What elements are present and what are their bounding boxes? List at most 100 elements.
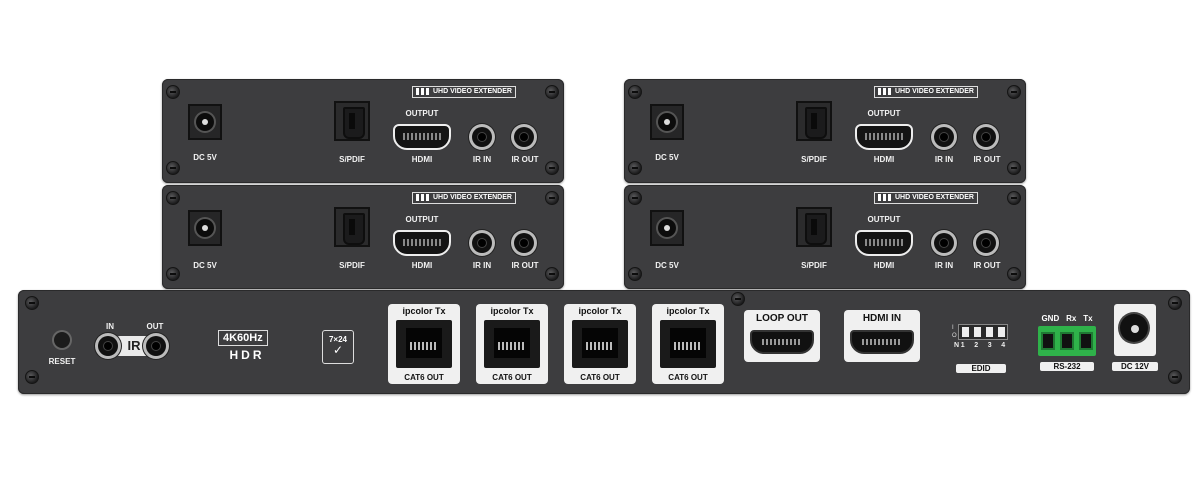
- screw-icon: [731, 292, 745, 306]
- rs232-pin-label: GND: [1041, 314, 1060, 323]
- spdif-port[interactable]: [334, 101, 370, 141]
- rj45-socket[interactable]: [660, 320, 716, 368]
- terminal-screw-icon[interactable]: [1040, 332, 1055, 350]
- cat6-out-port-1[interactable]: ipcolor Tx CAT6 OUT: [388, 304, 460, 384]
- resolution-badge: 4K60Hz: [218, 330, 268, 346]
- dc-label: DC 5V: [655, 261, 679, 270]
- uptime-badge: 7×24 ✓: [322, 330, 354, 364]
- ir-in-label: IN: [106, 322, 114, 331]
- ir-in-label: IR IN: [472, 261, 492, 270]
- port-top-label: ipcolor Tx: [490, 306, 534, 316]
- hdmi-output-port[interactable]: [393, 124, 451, 150]
- screw-icon: [166, 267, 180, 281]
- screw-icon: [545, 161, 559, 175]
- screw-icon: [628, 85, 642, 99]
- ir-out-jack[interactable]: [976, 127, 996, 147]
- spdif-port[interactable]: [796, 101, 832, 141]
- dip-lever[interactable]: [961, 327, 969, 337]
- ir-out-jack[interactable]: [976, 233, 996, 253]
- ir-in-jack[interactable]: [472, 233, 492, 253]
- hdmi-output-port[interactable]: [855, 230, 913, 256]
- hdmi-label: HDMI: [873, 155, 895, 164]
- rs232-pin-label: Rx: [1066, 314, 1077, 323]
- screw-icon: [545, 85, 559, 99]
- terminal-screw-icon[interactable]: [1079, 332, 1094, 350]
- port-bottom-label: CAT6 OUT: [668, 373, 708, 382]
- hdmi-socket[interactable]: [750, 330, 814, 354]
- cat6-out-port-3[interactable]: ipcolor Tx CAT6 OUT: [564, 304, 636, 384]
- spdif-port[interactable]: [334, 207, 370, 247]
- dip-off-label: O: [952, 333, 957, 339]
- hdmi-loop-out-port[interactable]: LOOP OUT: [744, 310, 820, 362]
- dip-prefix: N: [954, 342, 960, 349]
- ir-in-label: IR IN: [934, 155, 954, 164]
- screw-icon: [1168, 296, 1182, 310]
- ir-out-jack[interactable]: [514, 127, 534, 147]
- dip-lever[interactable]: [997, 327, 1005, 337]
- spdif-port[interactable]: [796, 207, 832, 247]
- dip-number: 2: [974, 342, 979, 349]
- screw-icon: [1007, 267, 1021, 281]
- edid-dip-switch[interactable]: I O N 1 2 3 4: [952, 324, 1010, 358]
- ir-out-label: IR OUT: [973, 261, 1001, 270]
- ir-out-jack[interactable]: [146, 336, 166, 356]
- screw-icon: [545, 191, 559, 205]
- dip-lever[interactable]: [985, 327, 993, 337]
- cat6-out-port-4[interactable]: ipcolor Tx CAT6 OUT: [652, 304, 724, 384]
- spdif-label: S/PDIF: [801, 155, 827, 164]
- spdif-label: S/PDIF: [339, 261, 365, 270]
- dip-number: 1: [960, 342, 965, 349]
- terminal-screw-icon[interactable]: [1059, 332, 1074, 350]
- output-label: OUTPUT: [405, 109, 439, 118]
- port-top-label: ipcolor Tx: [666, 306, 710, 316]
- spdif-label: S/PDIF: [801, 261, 827, 270]
- screw-icon: [628, 161, 642, 175]
- uptime-label: 7×24: [328, 335, 348, 344]
- ir-in-jack[interactable]: [98, 336, 118, 356]
- rj45-socket[interactable]: [396, 320, 452, 368]
- dip-block[interactable]: [958, 324, 1008, 340]
- ir-out-label: IR OUT: [973, 155, 1001, 164]
- dc-12v-jack[interactable]: [1114, 304, 1156, 356]
- ir-in-jack[interactable]: [472, 127, 492, 147]
- brand-logo: UHD VIDEO EXTENDER: [874, 86, 978, 98]
- dc-label: DC 5V: [193, 153, 217, 162]
- ir-in-label: IR IN: [934, 261, 954, 270]
- hdmi-output-port[interactable]: [393, 230, 451, 256]
- output-label: OUTPUT: [405, 215, 439, 224]
- dc-power-jack[interactable]: [188, 104, 222, 140]
- reset-button[interactable]: [54, 332, 70, 348]
- rs232-label: RS-232: [1040, 362, 1094, 371]
- dc-power-jack[interactable]: [188, 210, 222, 246]
- rs232-terminal-block[interactable]: [1038, 326, 1096, 356]
- hdmi-output-port[interactable]: [855, 124, 913, 150]
- ir-in-jack[interactable]: [934, 127, 954, 147]
- dip-lever[interactable]: [973, 327, 981, 337]
- ir-in-jack[interactable]: [934, 233, 954, 253]
- receiver-4-ports: DC 5V S/PDIF UHD VIDEO EXTENDER OUTPUT H…: [624, 185, 1026, 289]
- ir-out-label: IR OUT: [511, 155, 539, 164]
- brand-logo: UHD VIDEO EXTENDER: [874, 192, 978, 204]
- ir-label: IR: [127, 338, 141, 353]
- brand-logo: UHD VIDEO EXTENDER: [412, 86, 516, 98]
- check-icon: ✓: [332, 343, 344, 357]
- rj45-socket[interactable]: [484, 320, 540, 368]
- dip-number: 3: [987, 342, 992, 349]
- dc-power-jack[interactable]: [650, 210, 684, 246]
- hdmi-socket[interactable]: [850, 330, 914, 354]
- hdmi-label: HDMI: [411, 155, 433, 164]
- output-label: OUTPUT: [867, 215, 901, 224]
- hdmi-in-port[interactable]: HDMI IN: [844, 310, 920, 362]
- dip-number: 4: [1001, 342, 1006, 349]
- receiver-3-ports: DC 5V S/PDIF UHD VIDEO EXTENDER OUTPUT H…: [162, 185, 564, 289]
- loop-out-label: LOOP OUT: [755, 313, 809, 324]
- dc-label: DC 5V: [655, 153, 679, 162]
- ir-out-jack[interactable]: [514, 233, 534, 253]
- dc-power-jack[interactable]: [650, 104, 684, 140]
- screw-icon: [1007, 191, 1021, 205]
- rj45-socket[interactable]: [572, 320, 628, 368]
- cat6-out-port-2[interactable]: ipcolor Tx CAT6 OUT: [476, 304, 548, 384]
- hdmi-label: HDMI: [411, 261, 433, 270]
- screw-icon: [1007, 85, 1021, 99]
- output-label: OUTPUT: [867, 109, 901, 118]
